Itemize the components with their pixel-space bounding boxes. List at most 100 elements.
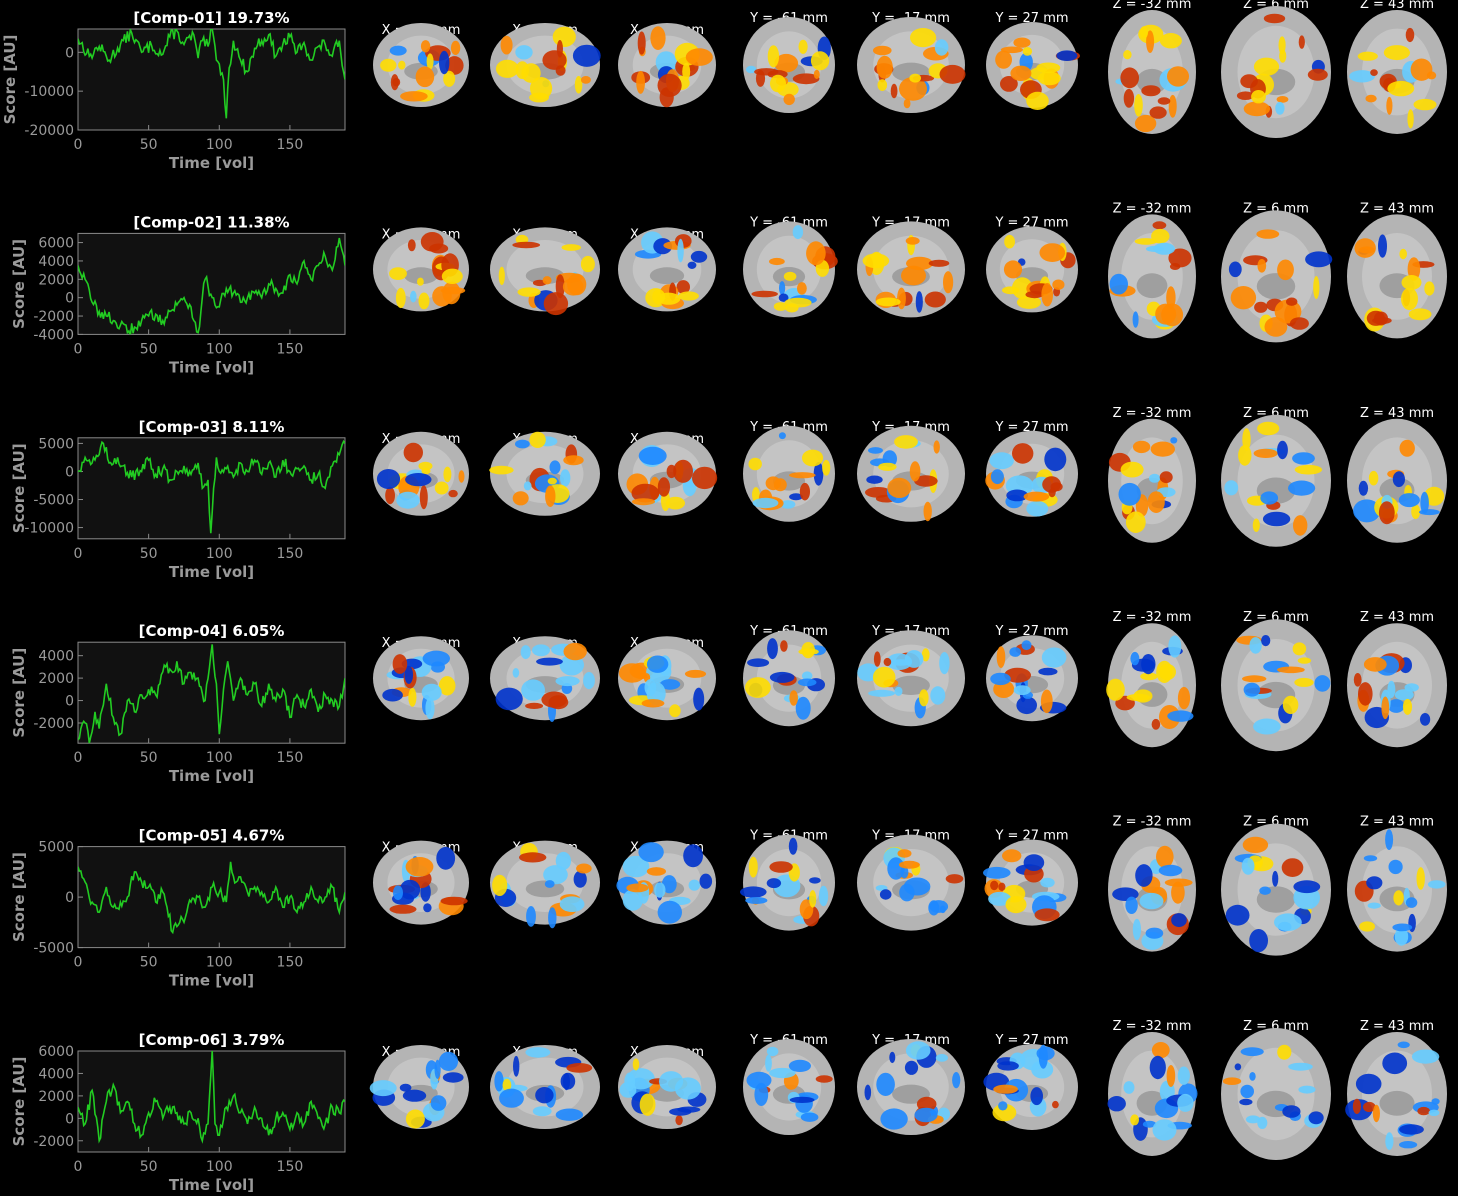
slice-label: Y = 27 mm xyxy=(994,624,1068,639)
slice-label: Z = -32 mm xyxy=(1113,610,1192,625)
slice-label: Y = 27 mm xyxy=(994,829,1068,844)
timeseries-line xyxy=(78,861,345,935)
y-tick-label: -2000 xyxy=(33,1134,74,1150)
x-axis-label: Time [vol] xyxy=(169,1176,254,1194)
brain-slice-image xyxy=(1108,214,1196,339)
brain-slice-image xyxy=(618,227,716,312)
y-axis-label: Score [AU] xyxy=(10,648,28,738)
y-tick-label: 4000 xyxy=(38,254,74,270)
brain-slice-image xyxy=(743,1039,835,1135)
y-tick-label: 2000 xyxy=(38,1089,74,1105)
y-tick-label: -2000 xyxy=(33,716,74,732)
x-tick-label: 100 xyxy=(206,546,233,562)
y-tick-label: 0 xyxy=(65,45,74,61)
x-tick-label: 0 xyxy=(74,341,83,357)
y-tick-label: 0 xyxy=(65,464,74,480)
y-tick-label: -10000 xyxy=(24,84,74,100)
slice-label: Z = 43 mm xyxy=(1360,610,1434,625)
brain-slice-image xyxy=(986,22,1080,110)
brain-slice-image xyxy=(373,636,469,721)
brain-slice-image xyxy=(1108,10,1196,134)
brain-slice-image xyxy=(490,227,600,316)
y-tick-label: -20000 xyxy=(24,123,74,139)
x-tick-label: 0 xyxy=(74,546,83,562)
x-axis-label: Time [vol] xyxy=(169,767,254,785)
brain-slice-image xyxy=(983,1044,1078,1130)
brain-slice-image xyxy=(1221,619,1331,752)
component-title: [Comp-02] 11.38% xyxy=(133,213,289,231)
timeseries-line xyxy=(78,1051,345,1144)
x-tick-label: 50 xyxy=(140,1159,158,1175)
slice-label: Z = 6 mm xyxy=(1243,1019,1309,1034)
brain-slice-image xyxy=(857,17,966,113)
y-tick-label: -5000 xyxy=(33,941,74,957)
y-tick-label: -10000 xyxy=(24,521,74,537)
brain-slice-image xyxy=(857,834,965,931)
x-tick-label: 50 xyxy=(140,546,158,562)
y-axis-label: Score [AU] xyxy=(10,1057,28,1147)
x-tick-label: 150 xyxy=(277,546,304,562)
x-tick-label: 0 xyxy=(74,137,83,153)
brain-slice-image xyxy=(490,636,600,722)
y-tick-label: 0 xyxy=(65,694,74,710)
slice-label: Z = -32 mm xyxy=(1113,815,1192,830)
slice-label: Z = 43 mm xyxy=(1360,201,1434,216)
y-tick-label: 6000 xyxy=(38,236,74,252)
brain-slice-image xyxy=(1221,1028,1331,1160)
slice-label: Z = 43 mm xyxy=(1360,0,1434,12)
slice-label: Z = 6 mm xyxy=(1243,815,1309,830)
brain-slice-image xyxy=(618,431,718,516)
x-tick-label: 150 xyxy=(277,1159,304,1175)
brain-slice-image xyxy=(743,221,838,318)
x-axis-label: Time [vol] xyxy=(169,563,254,581)
x-tick-label: 100 xyxy=(206,955,233,971)
y-tick-label: 4000 xyxy=(38,649,74,665)
component-title: [Comp-05] 4.67% xyxy=(139,827,285,845)
x-axis-label: Time [vol] xyxy=(169,154,254,172)
y-axis-label: Score [AU] xyxy=(10,239,28,329)
y-tick-label: 2000 xyxy=(38,671,74,687)
y-tick-label: 5000 xyxy=(38,840,74,856)
slice-label: Z = 6 mm xyxy=(1243,406,1309,421)
brain-slice-image xyxy=(857,221,965,318)
x-tick-label: 150 xyxy=(277,750,304,766)
component-title: [Comp-01] 19.73% xyxy=(133,9,289,27)
slice-label: Z = 6 mm xyxy=(1243,201,1309,216)
brain-slice-image xyxy=(857,1039,965,1135)
brain-slice-image xyxy=(1221,210,1333,343)
brain-slice-image xyxy=(1347,214,1447,339)
brain-slice-image xyxy=(1347,623,1447,748)
brain-slice-image xyxy=(743,630,835,727)
slice-label: Z = 43 mm xyxy=(1360,406,1434,421)
y-tick-label: 0 xyxy=(65,1111,74,1127)
brain-slice-image xyxy=(983,839,1078,926)
slice-label: Z = 43 mm xyxy=(1360,1019,1434,1034)
brain-slice-image xyxy=(857,630,965,727)
x-tick-label: 0 xyxy=(74,750,83,766)
brain-slice-image xyxy=(373,227,469,312)
component-title: [Comp-06] 3.79% xyxy=(139,1031,285,1049)
x-tick-label: 0 xyxy=(74,955,83,971)
y-axis-label: Score [AU] xyxy=(1,35,19,125)
brain-slice-image xyxy=(618,23,716,108)
x-axis-label: Time [vol] xyxy=(169,972,254,990)
x-axis-label: Time [vol] xyxy=(169,358,254,376)
slice-label: Z = -32 mm xyxy=(1113,201,1192,216)
brain-slice-image xyxy=(1106,623,1196,748)
x-tick-label: 100 xyxy=(206,750,233,766)
component-row: [Comp-02] 11.38%6000400020000-2000-40000… xyxy=(10,201,1447,376)
brain-slice-image xyxy=(489,431,600,516)
x-tick-label: 100 xyxy=(206,341,233,357)
x-tick-label: 150 xyxy=(277,955,304,971)
slice-label: Y = 27 mm xyxy=(994,1033,1068,1048)
brain-slice-image xyxy=(1347,10,1447,134)
brain-slice-image xyxy=(743,425,835,522)
timeseries-line xyxy=(78,237,345,335)
slice-label: Z = 6 mm xyxy=(1243,610,1309,625)
x-tick-label: 50 xyxy=(140,137,158,153)
brain-slice-image xyxy=(490,840,600,929)
